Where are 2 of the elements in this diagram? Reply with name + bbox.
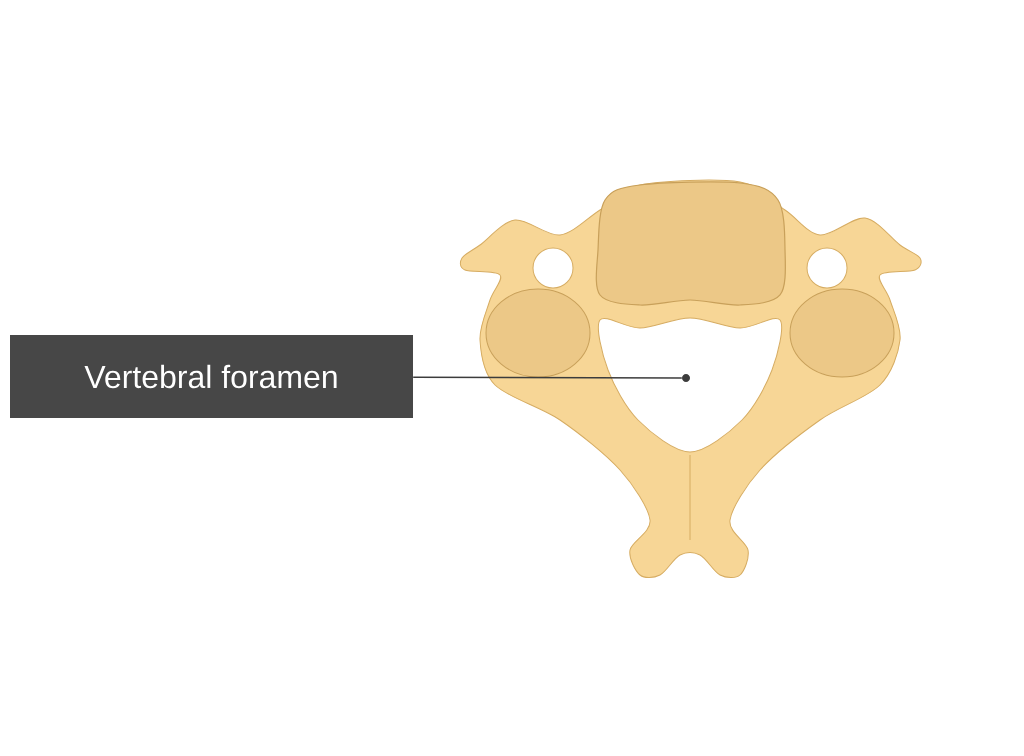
label-box: Vertebral foramen (10, 335, 413, 418)
leader-line (412, 376, 683, 379)
